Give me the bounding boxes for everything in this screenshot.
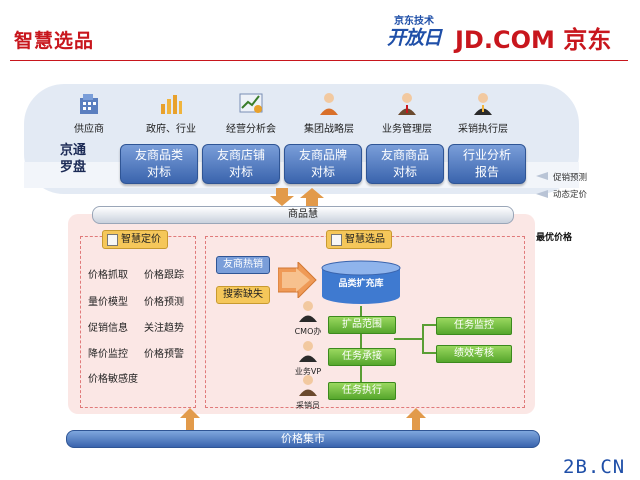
analysis-chart-icon bbox=[238, 90, 264, 116]
step-expand-scope[interactable]: 扩品范围 bbox=[328, 316, 396, 334]
logo-tech-main: 开放日 bbox=[386, 27, 442, 49]
document-icon bbox=[107, 234, 118, 246]
branch-line bbox=[394, 338, 422, 340]
staff-icon bbox=[470, 90, 496, 116]
flow-arrows-top bbox=[270, 188, 324, 206]
person-label: 业务VP bbox=[294, 367, 322, 376]
header-divider bbox=[10, 60, 628, 61]
pricing-item: 量价模型 bbox=[88, 297, 128, 308]
module-product-benchmark[interactable]: 友商商品对标 bbox=[366, 144, 444, 184]
side-arrows bbox=[536, 172, 548, 198]
manager-icon bbox=[394, 90, 420, 116]
pricing-item: 降价监控 bbox=[88, 349, 128, 360]
role-business-management: 业务管理层 bbox=[372, 90, 442, 135]
role-group-strategy: 集团战略层 bbox=[294, 90, 364, 135]
competitor-bestseller-chip: 友商热销 bbox=[216, 256, 270, 274]
role-label: 经营分析会 bbox=[226, 124, 276, 135]
role-label: 供应商 bbox=[74, 124, 104, 135]
business-vp: 业务VP bbox=[288, 340, 328, 377]
branch-line-lower bbox=[422, 352, 436, 354]
pricing-badge: 智慧定价 bbox=[102, 230, 168, 249]
pricing-item: 促销信息 bbox=[88, 323, 128, 334]
bar-chart-icon bbox=[158, 90, 184, 116]
jd-tech-open-day-logo: 京东技术 开放日 bbox=[385, 12, 443, 49]
branch-line-upper bbox=[422, 324, 436, 326]
note-promo-forecast: 促销预测 bbox=[553, 173, 588, 183]
role-analysis-meeting: 经营分析会 bbox=[216, 90, 286, 135]
role-government: 政府、行业 bbox=[136, 90, 206, 135]
role-label: 采销执行层 bbox=[458, 124, 508, 135]
building-icon bbox=[76, 90, 102, 116]
buyer: 采销员 bbox=[288, 374, 328, 411]
selection-badge: 智慧选品 bbox=[326, 230, 392, 249]
module-industry-report[interactable]: 行业分析报告 bbox=[448, 144, 526, 184]
cmo-office: CMO办 bbox=[288, 300, 328, 337]
pricing-item: 价格预警 bbox=[144, 349, 184, 360]
person-label: 采销员 bbox=[296, 401, 320, 410]
task-monitoring[interactable]: 任务监控 bbox=[436, 317, 512, 335]
side-notes: 促销预测 动态定价 bbox=[553, 170, 587, 204]
price-market-bar: 价格集市 bbox=[66, 430, 540, 448]
step-task-undertake[interactable]: 任务承接 bbox=[328, 348, 396, 366]
search-missing-chip: 搜索缺失 bbox=[216, 286, 270, 304]
person-icon bbox=[299, 375, 317, 396]
role-label: 业务管理层 bbox=[382, 124, 432, 135]
role-label: 政府、行业 bbox=[146, 124, 196, 135]
watermark: 2B.CN bbox=[563, 456, 626, 478]
module-category-benchmark[interactable]: 友商品类对标 bbox=[120, 144, 198, 184]
jd-compass-label: 京通 罗盘 bbox=[60, 142, 86, 176]
pricing-item: 价格预测 bbox=[144, 297, 184, 308]
compass-line2: 罗盘 bbox=[60, 160, 87, 175]
person-icon bbox=[299, 341, 317, 362]
jd-brand-logo: JD.COM 京东 bbox=[455, 26, 612, 54]
module-store-benchmark[interactable]: 友商店铺对标 bbox=[202, 144, 280, 184]
pricing-item: 价格抓取 bbox=[88, 270, 128, 281]
compass-line1: 京通 bbox=[60, 143, 87, 158]
logo-tech-top: 京东技术 bbox=[394, 16, 434, 27]
pricing-item: 价格跟踪 bbox=[144, 270, 184, 281]
module-brand-benchmark[interactable]: 友商品牌对标 bbox=[284, 144, 362, 184]
note-dynamic-pricing: 动态定价 bbox=[553, 190, 588, 200]
best-price-label: 最优价格 bbox=[536, 233, 573, 243]
person-label: CMO办 bbox=[294, 327, 322, 336]
product-wisdom-bar: 商品慧 bbox=[92, 206, 514, 224]
page-title: 智慧选品 bbox=[14, 30, 95, 52]
db-label: 品类扩充库 bbox=[338, 279, 384, 289]
person-icon bbox=[316, 90, 342, 116]
role-label: 集团战略层 bbox=[304, 124, 354, 135]
pricing-item: 价格敏感度 bbox=[88, 374, 138, 385]
input-arrow bbox=[278, 262, 317, 298]
role-execution: 采销执行层 bbox=[448, 90, 518, 135]
pricing-item: 关注趋势 bbox=[144, 323, 184, 334]
role-supplier: 供应商 bbox=[54, 90, 124, 135]
category-expansion-db bbox=[321, 260, 401, 304]
document-icon bbox=[331, 234, 342, 246]
step-task-execute[interactable]: 任务执行 bbox=[328, 382, 396, 400]
branch-line-vertical bbox=[422, 324, 424, 354]
person-icon bbox=[299, 301, 317, 322]
up-arrow-right bbox=[406, 408, 426, 430]
up-arrow-left bbox=[180, 408, 200, 430]
performance-review[interactable]: 绩效考核 bbox=[436, 345, 512, 363]
